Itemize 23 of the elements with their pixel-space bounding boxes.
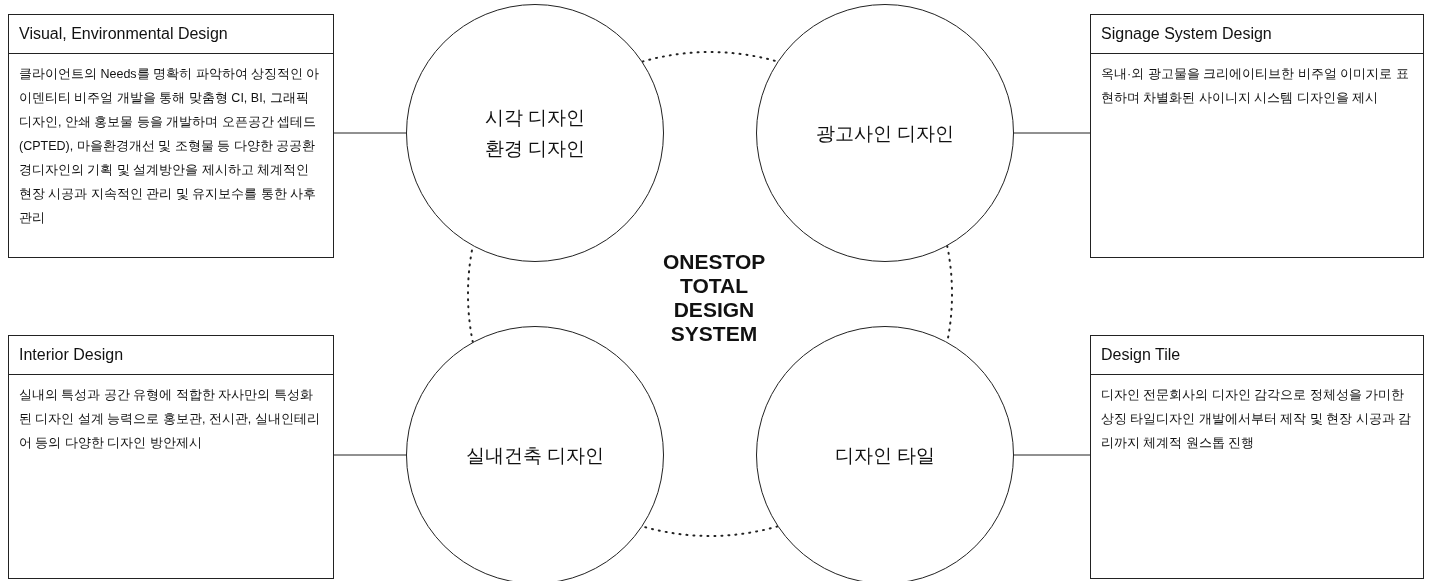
dotted-arc: [641, 51, 779, 63]
card-heading: Signage System Design: [1091, 15, 1423, 54]
dotted-arc: [641, 525, 779, 537]
description-card: [1090, 335, 1424, 579]
circle-label: 시각 디자인 환경 디자인: [483, 106, 587, 161]
card-text: 클라이언트의 Needs를 명확히 파악하여 상징적인 아이덴티티 비주얼 개발을 통해 맞춤형 CI, BI, 그래픽 디자인, 안쇄 홍보물 등을 개발하며 오픈공간 셉테드(CPTED), 마을환경개선 및 조형물 등 다양한 공공환경디자인의 기획 및 설계방안을 제시하고 체계적인 현장 시공과 지속적인 관리 및 유지보수를 통한 사후관리: [18, 66, 321, 227]
card-text: 디자인 전문회사의 디자인 감각으로 정체성을 가미한 상징 타일디자인 개발에서부터 제작 및 현장 시공과 감리까지 체계적 원스톱 진행: [1100, 387, 1413, 452]
card-text: 옥내·외 광고물을 크리에이티브한 비주얼 이미지로 표현하며 차별화된 사이니지 시스템 디자인을 제시: [1100, 66, 1410, 107]
circle-label: 광고사인 디자인: [815, 121, 955, 146]
card-heading: Interior Design: [9, 336, 333, 375]
circle-label: 실내건축 디자인: [465, 443, 605, 468]
connector-line: [333, 132, 407, 134]
description-card: [8, 335, 334, 579]
card-heading: Visual, Environmental Design: [9, 15, 333, 54]
card-heading: Design Tile: [1091, 336, 1423, 375]
connector-line: [1013, 454, 1091, 456]
card-text: 실내의 특성과 공간 유형에 적합한 자사만의 특성화된 디자인 설계 능력으로 홍보관, 전시관, 실내인테리어 등의 다양한 디자인 방안제시: [18, 387, 321, 452]
connector-line: [333, 454, 407, 456]
center-title: ONESTOP TOTAL DESIGN SYSTEM: [663, 250, 765, 346]
circle-label: 디자인 타일: [834, 443, 936, 468]
description-card: [1090, 14, 1424, 258]
description-card: [8, 14, 334, 258]
connector-line: [1013, 132, 1091, 134]
